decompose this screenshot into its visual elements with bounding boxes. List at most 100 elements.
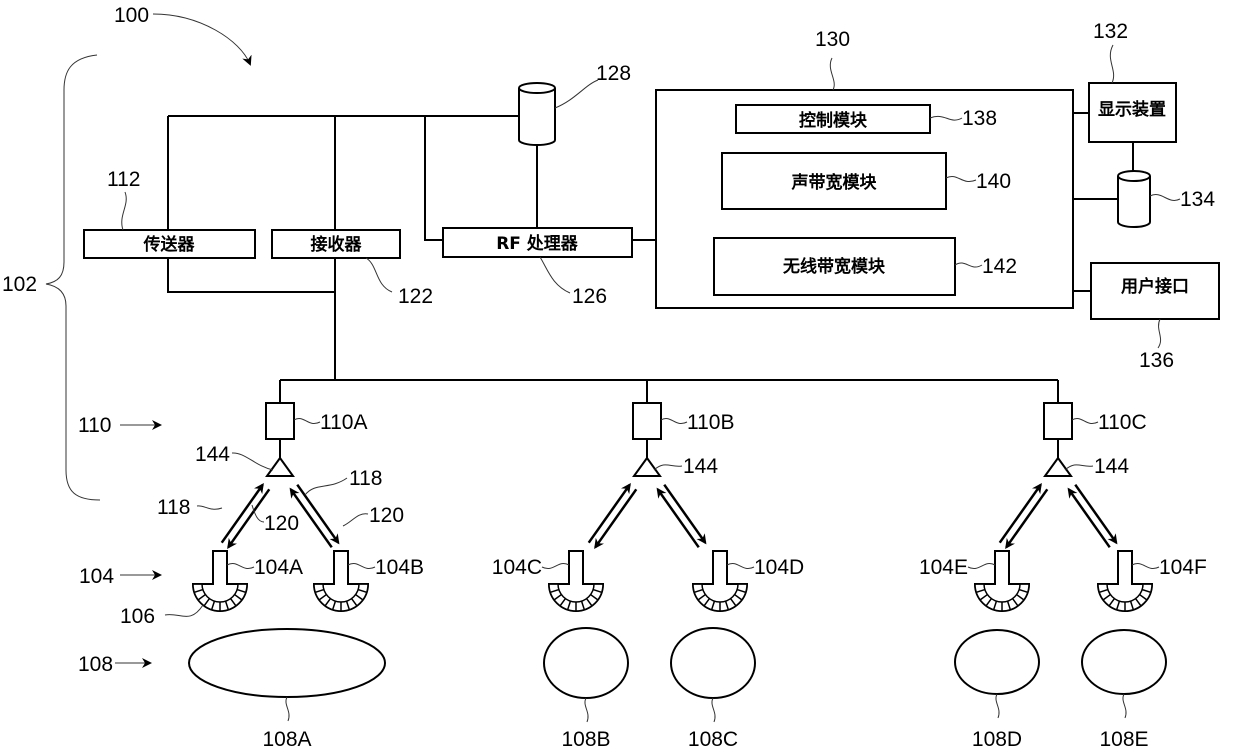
wire-transmitter-bottom: [168, 258, 335, 292]
ref-102: 102: [2, 273, 37, 296]
ref-antenna: 144: [1094, 455, 1129, 478]
beamformer-block: [633, 403, 661, 439]
ref-122: 122: [398, 285, 433, 308]
ref-132: 132: [1093, 20, 1128, 43]
ref-120-right: 120: [369, 504, 404, 527]
ref-108e: 108E: [1099, 728, 1148, 751]
lead-130: [830, 58, 834, 90]
downlink-arrow: [297, 485, 338, 543]
wireless-bandwidth-module-label: 无线带宽模块: [782, 256, 886, 277]
ref-110c: 110C: [1098, 411, 1147, 434]
ref-138: 138: [962, 107, 997, 130]
lead-104f: [1132, 563, 1159, 568]
ref-antenna: 144: [683, 455, 718, 478]
lead-110c: [1072, 418, 1098, 423]
ref-136: 136: [1139, 349, 1174, 372]
lead-110b: [661, 418, 687, 423]
region-108d: 108D: [955, 630, 1039, 751]
ref-108d: 108D: [972, 728, 1022, 751]
storage-128-icon: [519, 83, 555, 145]
ref-104c: 104C: [492, 556, 542, 579]
ref-118-left: 118: [157, 496, 190, 519]
ref-128: 128: [596, 62, 631, 85]
ref-120-left: 120: [264, 512, 299, 535]
ref-100: 100: [114, 4, 149, 27]
user-interface-label: 用户接口: [1121, 276, 1189, 297]
lead-104e: [968, 563, 995, 568]
probe-104a: 104A: [193, 551, 303, 611]
beamformer-block: [1044, 403, 1072, 439]
ref-134: 134: [1180, 188, 1215, 211]
ref-118-right: 118: [349, 467, 382, 490]
region-108a: 108A: [189, 629, 385, 751]
ref-112: 112: [107, 168, 140, 191]
ref-140: 140: [976, 170, 1011, 193]
rf-processor-label: RF 处理器: [496, 233, 579, 254]
antenna-icon: [267, 458, 293, 476]
lead-134: [1150, 195, 1180, 201]
ref-104e: 104E: [919, 556, 968, 579]
uplink-arrow: [222, 485, 263, 543]
uplink-arrow: [658, 489, 699, 547]
lead-108b: [585, 698, 588, 722]
probe-104e: 104E: [919, 551, 1029, 611]
region-108c: 108C: [671, 628, 755, 751]
lead-104d: [727, 563, 754, 568]
ref-110b: 110B: [687, 411, 735, 434]
lead-132: [1110, 45, 1113, 83]
ref-antenna: 144: [195, 443, 230, 466]
downlink-arrow: [1075, 485, 1116, 543]
ref-142: 142: [982, 255, 1017, 278]
probe-104b: 104B: [314, 551, 424, 611]
probe-104c: 104C: [492, 551, 603, 611]
control-module-label: 控制模块: [799, 110, 868, 131]
region-shape: [671, 628, 755, 698]
lead-136: [1158, 319, 1161, 348]
regions: 108A 108B 108C 108D 108E: [189, 628, 1166, 751]
lead-104a: [227, 563, 254, 568]
lead-108d: [996, 694, 999, 718]
region-shape: [1082, 630, 1166, 694]
antenna-icon: [634, 458, 660, 476]
ref-104d: 104D: [754, 556, 804, 579]
lead-128: [555, 80, 598, 108]
beamformer-110b: 110B 144: [589, 380, 735, 547]
lead-126: [540, 257, 570, 293]
lead-104c: [542, 563, 569, 568]
beamformer-110c: 110C 144: [1000, 380, 1147, 547]
lead-108e: [1123, 694, 1126, 718]
ref-108: 108: [78, 653, 113, 676]
lead-112: [122, 192, 126, 230]
ref-104b: 104B: [375, 556, 424, 579]
uplink-arrow: [589, 485, 630, 543]
region-shape: [189, 629, 385, 697]
lead-antenna: [654, 465, 682, 470]
lead-120-left: [252, 505, 264, 522]
ref-106: 106: [120, 605, 155, 628]
downlink-arrow: [1006, 489, 1047, 547]
uplink-arrow: [1069, 489, 1110, 547]
ref-104f: 104F: [1159, 556, 1207, 579]
lead-antenna: [232, 453, 273, 470]
lead-120-right: [343, 514, 368, 526]
ref-108b: 108B: [561, 728, 610, 751]
region-108b: 108B: [544, 628, 628, 751]
ref-110a: 110A: [320, 411, 368, 434]
ref-110: 110: [78, 414, 111, 437]
downlink-arrow: [664, 485, 705, 543]
beamformer-block: [266, 403, 294, 439]
uplink-arrow: [1000, 485, 1041, 543]
region-shape: [544, 628, 628, 698]
transmitter-label: 传送器: [143, 234, 196, 255]
receiver-label: 接收器: [311, 234, 363, 255]
lead-106: [165, 605, 203, 616]
lead-104b: [348, 563, 375, 568]
lead-108a: [286, 697, 289, 721]
lead-118-left: [197, 506, 222, 509]
system-arrow: [153, 14, 250, 64]
lead-118-right: [305, 478, 347, 495]
probe-104f: 104F: [1098, 551, 1207, 611]
region-108e: 108E: [1082, 630, 1166, 751]
lead-110a: [294, 418, 320, 423]
